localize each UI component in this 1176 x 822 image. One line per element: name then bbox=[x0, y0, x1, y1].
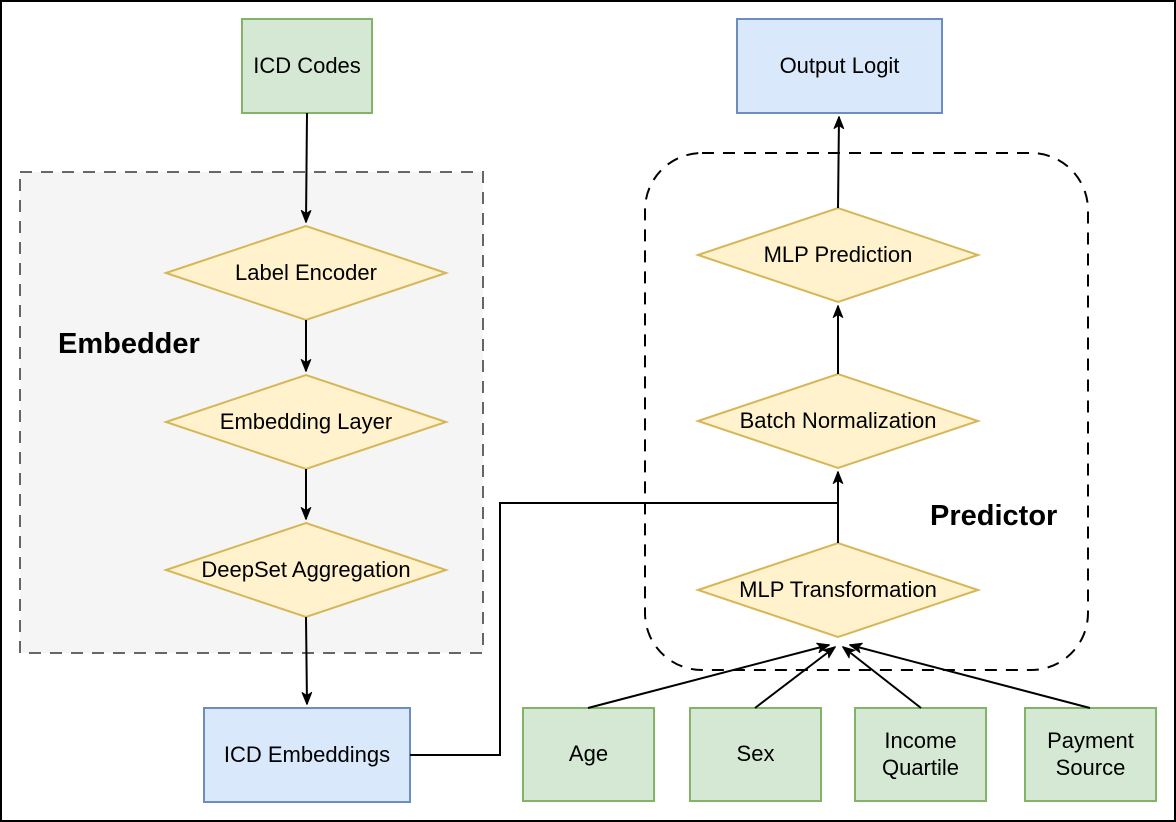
deepset-aggregation-diamond bbox=[162, 521, 450, 619]
output-logit-box bbox=[736, 18, 943, 114]
income-quartile-box bbox=[854, 707, 987, 802]
embedding-layer-diamond bbox=[162, 373, 450, 471]
label-encoder-diamond bbox=[162, 224, 450, 322]
mlp-transformation-diamond bbox=[694, 541, 982, 639]
payment-source-box bbox=[1024, 707, 1157, 802]
icd-codes-box bbox=[241, 18, 373, 114]
edge-payment-source-to-mlp-transformation bbox=[849, 642, 1091, 709]
batch-normalization-diamond bbox=[694, 372, 982, 470]
predictor-container bbox=[644, 152, 1089, 671]
sex-box bbox=[689, 707, 822, 802]
edge-mlp-prediction-to-output-logit bbox=[833, 116, 845, 209]
edge-icd-embeddings-to-predictor bbox=[410, 502, 837, 756]
mlp-prediction-diamond bbox=[694, 206, 982, 304]
edge-income-quartile-to-mlp-transformation bbox=[842, 646, 922, 709]
edge-deepset-aggregation-to-icd-embeddings bbox=[301, 616, 313, 705]
edge-age-to-mlp-transformation bbox=[587, 642, 830, 709]
age-box bbox=[522, 707, 655, 802]
icd-embeddings-box bbox=[203, 707, 411, 803]
edge-sex-to-mlp-transformation bbox=[754, 646, 836, 709]
edge-icd-codes-to-label-encoder bbox=[300, 112, 312, 223]
